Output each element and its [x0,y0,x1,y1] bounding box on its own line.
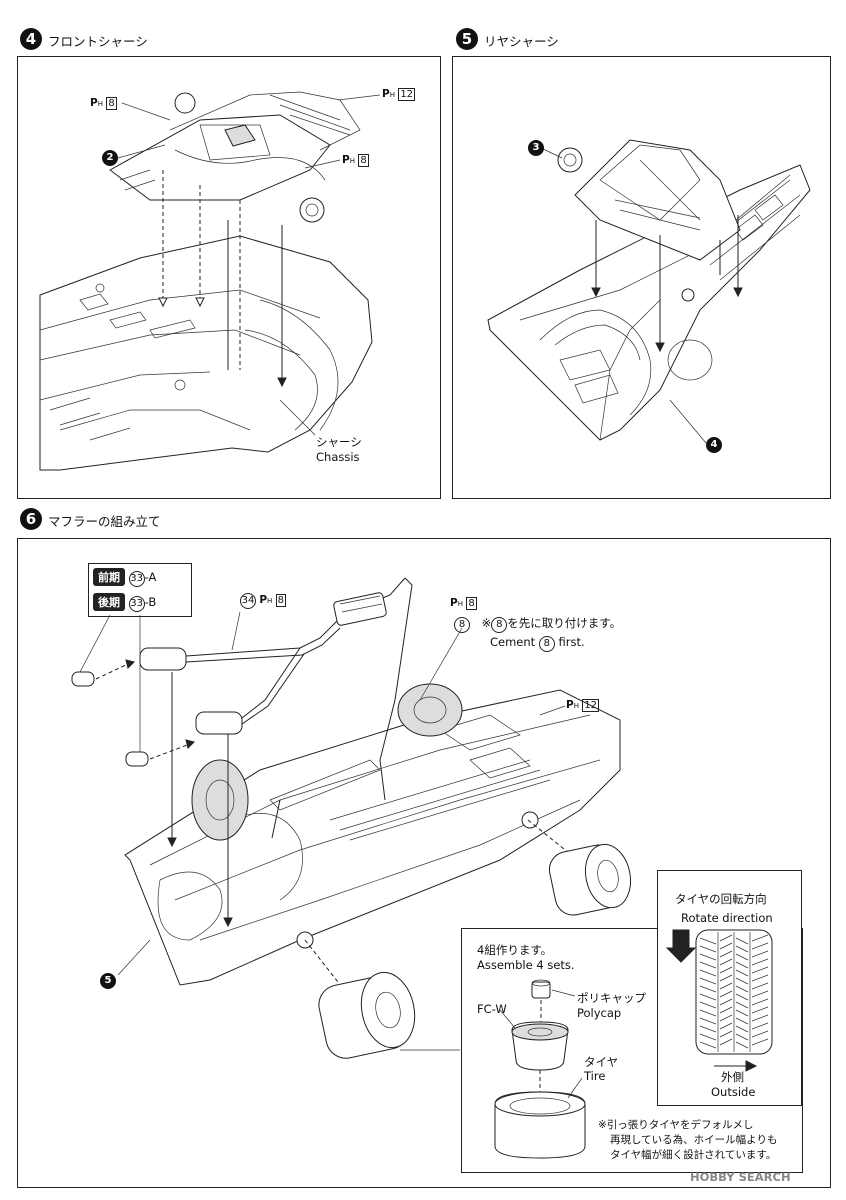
tread-groove [699,942,769,953]
tread-groove [699,974,769,985]
rotate-jp: タイヤの回転方向 [675,892,767,906]
step4-chassis-en: Chassis [316,450,360,464]
tread-groove [699,1014,769,1025]
hobby-search-watermark: HOBBY SEARCH [690,1170,791,1184]
step5-number: 5 [456,28,478,50]
step4-ph8-b: PH 8 [342,154,369,167]
polycap-jp: ポリキャップ [577,991,646,1005]
fcw-label: FC-W [477,1002,507,1016]
step6-title: マフラーの組み立て [48,514,161,529]
step5-part-3: 3 [528,140,544,156]
tread-groove [699,958,769,969]
outside-arrow-icon [745,1060,758,1072]
step5-panel [452,56,831,499]
tread-groove [699,1038,769,1049]
step6-part-5: 5 [100,973,116,989]
tire-note-3: タイヤ幅が細く設計されています。 [610,1149,777,1161]
variant-late: 後期 33-B [93,593,156,612]
tread-groove [699,990,769,1001]
tread-groove [699,950,769,961]
step4-ph8-a: PH 8 [90,97,117,110]
tread-groove [699,1022,769,1033]
assemble-jp: 4組作ります。 [477,943,553,957]
tread-groove [699,966,769,977]
part34-label: 34 PH 8 [240,593,287,609]
polycap-en: Polycap [577,1006,622,1020]
rotate-en: Rotate direction [681,911,773,925]
assemble-en: Assemble 4 sets. [477,958,575,972]
step4-ph12: PH 12 [382,88,416,101]
ph8-top-label: PH 8 [450,597,477,610]
tire-en: Tire [584,1069,606,1083]
step5-part-4: 4 [706,437,722,453]
step6-panel [17,538,831,1188]
step4-title: フロントシャーシ [48,34,148,49]
step5-title: リヤシャーシ [484,34,559,49]
outside-jp: 外側 [721,1070,744,1084]
tire-note-1: ※引っ張りタイヤをデフォルメし [598,1119,754,1131]
tread-groove [699,998,769,1009]
step4-part-2: 2 [102,150,118,166]
step4-panel [17,56,441,499]
step6-number: 6 [20,508,42,530]
tire-note-2: 再現している為、ホイール幅よりも [610,1134,778,1146]
outside-en: Outside [711,1085,756,1099]
tread-groove [699,982,769,993]
step4-chassis-jp: シャーシ [316,435,362,449]
tire-jp: タイヤ [584,1055,619,1069]
tread-groove [699,1030,769,1041]
cement-note-en: Cement 8 first. [490,635,585,652]
tread-groove [699,1006,769,1017]
rotate-arrow-down-icon [665,929,697,963]
variant-early: 前期 33-A [93,568,156,587]
step4-number: 4 [20,28,42,50]
tread-groove [699,934,769,945]
